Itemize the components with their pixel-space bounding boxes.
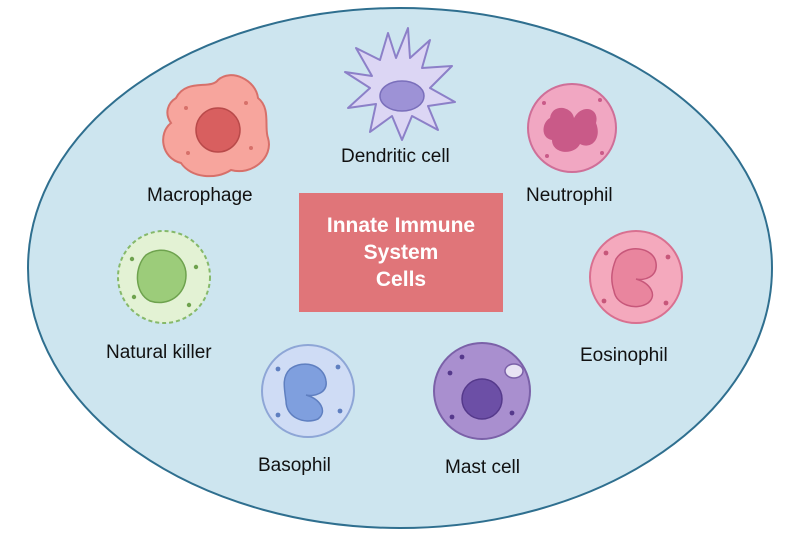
center-title-line1: Innate Immune	[326, 214, 476, 237]
label-eosinophil: Eosinophil	[580, 345, 668, 366]
label-neutrophil: Neutrophil	[526, 185, 613, 206]
label-dendritic-cell: Dendritic cell	[341, 146, 450, 167]
dendritic-cell-icon	[344, 27, 456, 141]
label-basophil: Basophil	[258, 455, 331, 476]
neutrophil-icon	[527, 83, 617, 173]
natural-killer-icon	[117, 230, 211, 324]
label-mast-cell: Mast cell	[445, 457, 520, 478]
macrophage-icon	[162, 74, 270, 178]
label-macrophage: Macrophage	[147, 185, 253, 206]
basophil-icon	[261, 344, 355, 438]
eosinophil-icon	[589, 230, 683, 324]
center-title-line3: Cells	[375, 268, 427, 291]
label-natural-killer: Natural killer	[106, 342, 212, 363]
mast-cell-icon	[433, 342, 531, 440]
center-title-line2: System	[363, 241, 439, 264]
center-title-box: Innate Immune System Cells	[299, 193, 503, 312]
